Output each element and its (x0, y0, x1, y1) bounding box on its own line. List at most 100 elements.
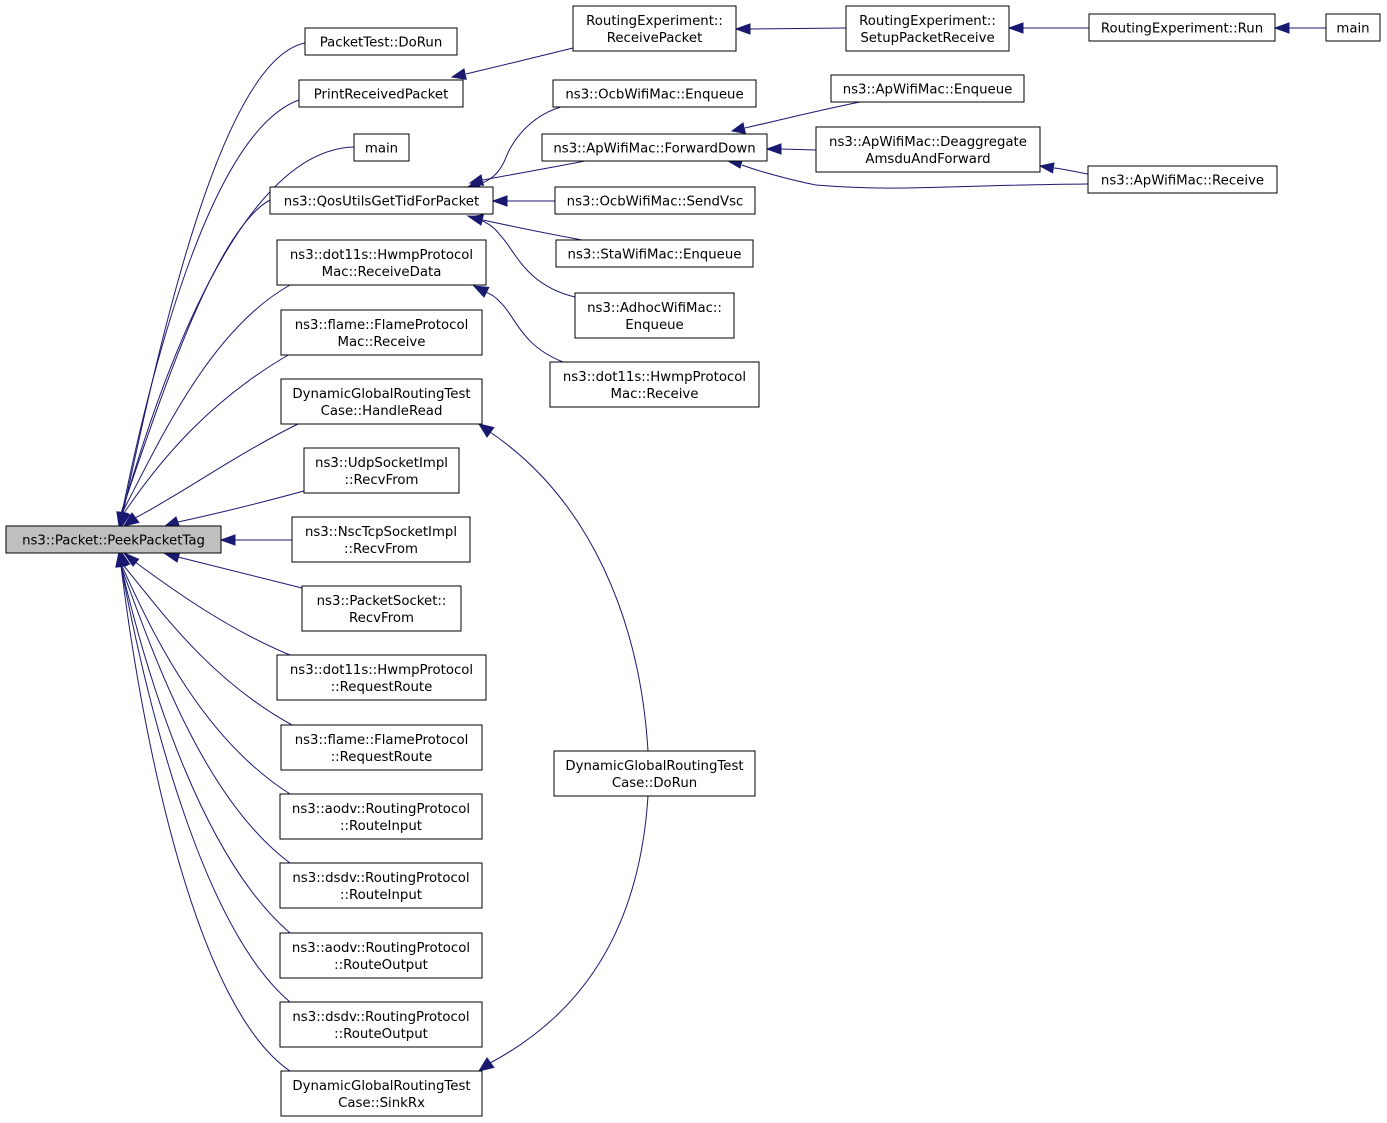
node-label: ns3::UdpSocketImpl (315, 456, 448, 471)
edge-line (121, 99, 300, 514)
node-main1[interactable]: main (353, 133, 410, 162)
nodes-layer: ns3::Packet::PeekPacketTag PacketTest::Do… (5, 5, 1381, 1117)
edge-re_spr-to-re_rp (734, 23, 847, 35)
edge-hwmpmac_r-to-hwmpmac_rd (472, 285, 564, 363)
node-dsdv_ro[interactable]: ns3::dsdv::RoutingProtocol::RouteOutput (279, 1001, 483, 1048)
edge-adhoc_enq-to-qos (466, 215, 576, 298)
node-adhoc_enq[interactable]: ns3::AdhocWifiMac::Enqueue (574, 292, 735, 339)
edge-line (120, 565, 291, 1072)
arrowhead (477, 423, 495, 438)
node-label: ::RequestRoute (331, 750, 433, 765)
node-label: ns3::dot11s::HwmpProtocol (290, 248, 473, 263)
node-re_rp[interactable]: RoutingExperiment::ReceivePacket (572, 5, 737, 52)
node-ocb_vsc[interactable]: ns3::OcbWifiMac::SendVsc (554, 186, 756, 215)
node-box (541, 133, 768, 162)
node-label: main (365, 142, 398, 157)
node-box (549, 361, 760, 408)
node-label: ns3::dot11s::HwmpProtocol (290, 663, 473, 678)
node-hwmp_rr[interactable]: ns3::dot11s::HwmpProtocol::RequestRoute (276, 654, 487, 701)
node-main2[interactable]: main (1325, 13, 1381, 42)
node-re_run[interactable]: RoutingExperiment::Run (1088, 13, 1276, 42)
node-label: Case::HandleRead (321, 404, 443, 419)
edge-flamemac_r-to-peek (117, 353, 291, 528)
node-box (1088, 13, 1276, 42)
edge-line (479, 219, 576, 298)
node-qos[interactable]: ns3::QosUtilsGetTidForPacket (269, 186, 494, 215)
edge-line (123, 353, 291, 514)
edge-dgr_dorun-to-dgr_hr (477, 423, 649, 752)
edge-ap_recv-to-ap_deagg (1038, 162, 1089, 175)
node-ap_fd[interactable]: ns3::ApWifiMac::ForwardDown (541, 133, 768, 162)
arrowhead (730, 122, 747, 134)
node-label: DynamicGlobalRoutingTest (565, 759, 743, 774)
arrowhead (1007, 22, 1024, 34)
node-label: ::RecvFrom (344, 542, 418, 557)
edge-line (122, 42, 306, 514)
edge-ap_deagg-to-ap_fd (765, 143, 817, 155)
arrowhead (1273, 22, 1290, 34)
edge-line (780, 148, 817, 151)
edge-re_run-to-re_spr (1007, 22, 1089, 34)
node-re_spr[interactable]: RoutingExperiment::SetupPacketReceive (845, 5, 1010, 52)
edge-ps_rf-to-peek (162, 551, 303, 589)
node-aodv_ro[interactable]: ns3::aodv::RoutingProtocol::RouteOutput (279, 932, 483, 979)
node-ap_enq[interactable]: ns3::ApWifiMac::Enqueue (830, 74, 1025, 103)
node-box (845, 5, 1010, 52)
node-ocb_enq[interactable]: ns3::OcbWifiMac::Enqueue (552, 79, 757, 108)
edge-line (465, 47, 574, 75)
node-hwmpmac_rd[interactable]: ns3::dot11s::HwmpProtocolMac::ReceiveDat… (276, 239, 487, 286)
node-box (303, 447, 460, 494)
edge-line (482, 160, 586, 181)
edge-dgr_dorun-to-dgr_sink (477, 795, 649, 1072)
node-ps_rf[interactable]: ns3::PacketSocket::RecvFrom (301, 585, 462, 632)
arrowhead (117, 512, 131, 528)
node-box (554, 186, 756, 215)
edge-re_rp-to-printrecv (450, 47, 574, 80)
node-flame_rr[interactable]: ns3::flame::FlameProtocol::RequestRoute (280, 724, 483, 771)
node-label: Case::SinkRx (338, 1096, 425, 1111)
node-label: PacketTest::DoRun (320, 36, 443, 51)
node-udp_rf[interactable]: ns3::UdpSocketImpl::RecvFrom (303, 447, 460, 494)
edge-dgr_sink-to-peek (115, 551, 291, 1072)
node-label: ns3::dsdv::RoutingProtocol (292, 1010, 469, 1025)
node-label: ns3::dot11s::HwmpProtocol (563, 370, 746, 385)
node-nsc_rf[interactable]: ns3::NscTcpSocketImpl::RecvFrom (291, 516, 471, 563)
node-printrecv[interactable]: PrintReceivedPacket (298, 79, 464, 108)
node-dsdv_ri[interactable]: ns3::dsdv::RoutingProtocol::RouteInput (279, 862, 483, 909)
edge-line (485, 291, 564, 363)
node-label: ns3::ApWifiMac::Enqueue (843, 83, 1013, 98)
node-label: RoutingExperiment:: (859, 14, 996, 29)
node-sta_enq[interactable]: ns3::StaWifiMac::Enqueue (555, 239, 754, 268)
node-label: ns3::PacketSocket:: (317, 594, 447, 609)
node-ap_recv[interactable]: ns3::ApWifiMac::Receive (1087, 165, 1278, 194)
arrowhead (122, 551, 140, 567)
arrowhead (466, 215, 481, 224)
node-label: Mac::Receive (338, 335, 426, 350)
node-ap_deagg[interactable]: ns3::ApWifiMac::DeaggregateAmsduAndForwa… (815, 126, 1041, 173)
node-label: ns3::ApWifiMac::ForwardDown (553, 142, 755, 157)
node-box (291, 516, 471, 563)
node-peek[interactable]: ns3::Packet::PeekPacketTag (5, 525, 222, 554)
edge-hwmp_rr-to-peek (122, 551, 291, 656)
node-label: ns3::StaWifiMac::Enqueue (568, 248, 742, 263)
node-label: AmsduAndForward (865, 152, 990, 167)
node-label: ns3::flame::FlameProtocol (295, 733, 469, 748)
node-pt_dorun[interactable]: PacketTest::DoRun (304, 27, 458, 56)
node-box (353, 133, 410, 162)
node-label: ns3::OcbWifiMac::Enqueue (565, 88, 743, 103)
node-aodv_ri[interactable]: ns3::aodv::RoutingProtocol::RouteInput (279, 793, 483, 840)
node-label: PrintReceivedPacket (314, 88, 449, 103)
node-label: ns3::aodv::RoutingProtocol (292, 941, 470, 956)
edge-line (120, 565, 291, 1003)
node-label: ns3::flame::FlameProtocol (295, 318, 469, 333)
node-box (280, 378, 483, 425)
arrowhead (727, 160, 743, 169)
node-box (1087, 165, 1278, 194)
arrowhead (472, 285, 490, 298)
node-label: ReceivePacket (607, 31, 703, 46)
